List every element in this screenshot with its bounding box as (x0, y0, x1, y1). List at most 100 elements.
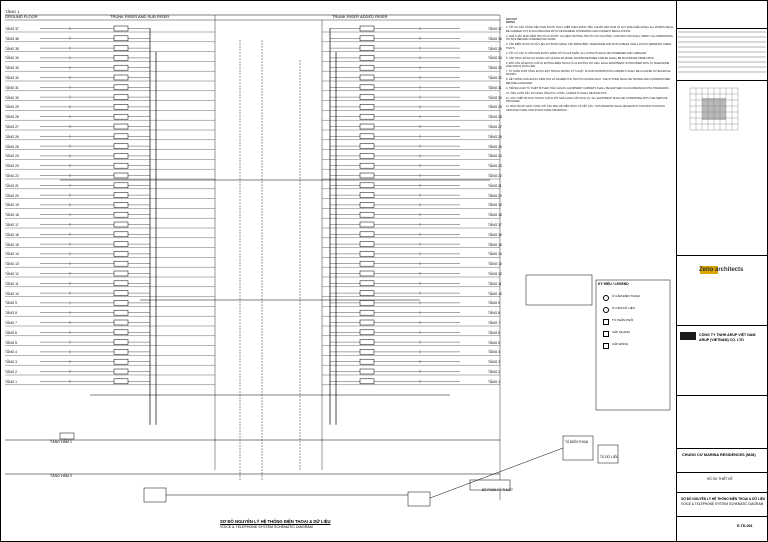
floor-distribution-box-left (113, 113, 129, 120)
floor-label-right: TẦNG 25 (488, 144, 502, 149)
floor-label-left: TẦNG 16 (5, 232, 19, 237)
floor-label-right: TẦNG 8 (488, 311, 500, 316)
legend-item: CÁP QUANG (612, 330, 630, 334)
floor-distribution-box-left (113, 329, 129, 336)
floor-distribution-box-left (113, 55, 129, 61)
floor-label-left: TẦNG 12 (5, 272, 19, 276)
floor-distribution-box-right (359, 251, 375, 257)
note-item: 11. CÁC THIẾT BỊ PHẢI TƯƠNG THÍCH VỚI NH… (506, 96, 668, 104)
floor-distribution-box-right (359, 113, 375, 120)
floor-distribution-box-right (359, 280, 375, 287)
legend-symbol-icon (603, 307, 609, 313)
engineer-company: CÔNG TY TNHH ARUP VIỆT NAM (699, 333, 756, 337)
floor-label-left: TẦNG 1 (5, 379, 17, 384)
service-cable (429, 447, 564, 499)
floor-label-left: TẦNG 22 (5, 174, 19, 178)
floor-label-right: TẦNG 19 (488, 203, 502, 208)
floor-distribution-box-right (359, 241, 375, 247)
basement-box (59, 432, 75, 440)
floor-distribution-box-left (113, 84, 129, 91)
floor-distribution-box-left (113, 280, 129, 287)
telephone-cabinet-box (562, 435, 594, 461)
floor-label-right: TẦNG 30 (488, 95, 502, 100)
floor-label-left: TẦNG 23 (5, 164, 19, 169)
floor-distribution-box-right (359, 349, 375, 355)
floor-distribution-box-right (359, 202, 375, 208)
floor-label-right: TẦNG 23 (488, 164, 502, 169)
legend-item: TỦ PHÂN PHỐI (612, 318, 634, 322)
floor-distribution-box-right (359, 300, 375, 306)
added-riser-label: TRUNK RISER ADDED RISER (332, 14, 388, 19)
floor-distribution-box-left (113, 64, 129, 71)
floor-distribution-box-left (113, 35, 129, 42)
floor-distribution-box-left (113, 143, 129, 149)
floor-label-left: TẦNG 35 (5, 46, 19, 51)
riser-schematic (5, 14, 619, 507)
floor-distribution-box-right (359, 339, 375, 345)
floor-distribution-box-left (113, 182, 129, 189)
floor-distribution-box-left (113, 309, 129, 316)
general-notes: GHI CHÚ NOTES 1. TẤT CẢ CÁC CÔNG VIỆC PH… (506, 18, 674, 114)
floor-distribution-box-left (113, 270, 129, 277)
engineer-company-en: ARUP (VIETNAM) CO. LTD (699, 338, 744, 342)
trunk-riser-label: TRUNK RISER AND SUB RISER (110, 14, 170, 19)
floor-label-left: TẦNG 18 (5, 213, 19, 218)
telephone-cabinet-label: TỦ ĐIỆN THOẠI (565, 440, 589, 444)
floor-label-right: TẦNG 11 (488, 281, 502, 286)
floor-distribution-box-left (113, 202, 129, 208)
floor-distribution-box-right (359, 368, 375, 375)
floor-distribution-box-left (113, 241, 129, 247)
floor-distribution-box-right (359, 104, 375, 110)
floor-distribution-box-right (359, 270, 375, 277)
technical-dept-label: BỘ PHẬN KỸ THUẬT (482, 488, 513, 492)
floor-label-right: TẦNG 21 (488, 183, 502, 188)
note-item: 4. TẤT CẢ CÁC Ổ CẮM PHẢI ĐƯỢC ĐÁNH SỐ VÀ… (506, 51, 647, 55)
floor-label-left: TẦNG 27 (5, 125, 19, 129)
basement-1-label: TẦNG HẦM 1 (50, 440, 72, 444)
floor-label-left: TẦNG 4 (5, 350, 17, 355)
key-plan-top (677, 80, 768, 81)
floor-distribution-box-left (113, 162, 129, 169)
floor-label-left: TẦNG 34 (5, 56, 19, 61)
floor-distribution-box-right (359, 290, 375, 296)
floor-label-right: TẦNG 14 (488, 252, 502, 257)
floor-distribution-box-right (359, 143, 375, 149)
floor-distribution-box-right (359, 133, 375, 140)
floor-label-left: TẦNG 11 (5, 281, 19, 286)
floor-distribution-box-left (113, 211, 129, 218)
floor-label-left: TẦNG 5 (5, 340, 17, 345)
floor-distribution-box-right (359, 309, 375, 316)
floor-label-left: TẦNG 33 (5, 66, 19, 71)
floor-distribution-box-left (113, 74, 129, 81)
floor-distribution-box-right (359, 153, 375, 159)
drawing-title-box-top (677, 472, 768, 473)
title-block: Zeno architects CÔNG TY TNHH ARUP VIỆT N… (676, 0, 768, 542)
legend-title: KÝ HIỆU / LEGEND (598, 282, 629, 286)
floor-distribution-box-right (359, 358, 375, 365)
floor-label-left: TẦNG 30 (5, 95, 19, 100)
legend-symbol-icon (603, 295, 609, 301)
floor-label-left: TẦNG 36 (5, 36, 19, 41)
legend-item: CÁP ĐỒNG (612, 342, 628, 346)
floor-label-left: TẦNG 20 (5, 193, 19, 198)
floor-distribution-box-left (113, 339, 129, 345)
floor-label-right: TẦNG 37 (488, 27, 502, 31)
architect-box-top (677, 255, 768, 256)
floor-label-right: TẦNG 36 (488, 36, 502, 41)
floor-label-left: TẦNG 32 (5, 76, 19, 80)
floor-distribution-box-left (113, 251, 129, 257)
drawing-caption: SƠ ĐỒ NGUYÊN LÝ HỆ THỐNG ĐIỆN THOẠI & DỮ… (220, 519, 331, 524)
floor-label-right: TẦNG 20 (488, 193, 502, 198)
floor-label-left: TẦNG 19 (5, 203, 19, 208)
floor-label-right: TẦNG 17 (488, 223, 502, 227)
floor-label-right: TẦNG 18 (488, 213, 502, 218)
floor-label-right: TẦNG 29 (488, 105, 502, 110)
floor-label-right: TẦNG 24 (488, 154, 502, 159)
drawing-title: SƠ ĐỒ NGUYÊN LÝ HỆ THỐNG ĐIỆN THOẠI & DỮ… (681, 497, 766, 501)
floor-distribution-box-right (359, 319, 375, 326)
floor-label-left: TẦNG 13 (5, 262, 19, 267)
floor-label-left: TẦNG 37 (5, 27, 19, 31)
mdf-box (143, 487, 167, 503)
